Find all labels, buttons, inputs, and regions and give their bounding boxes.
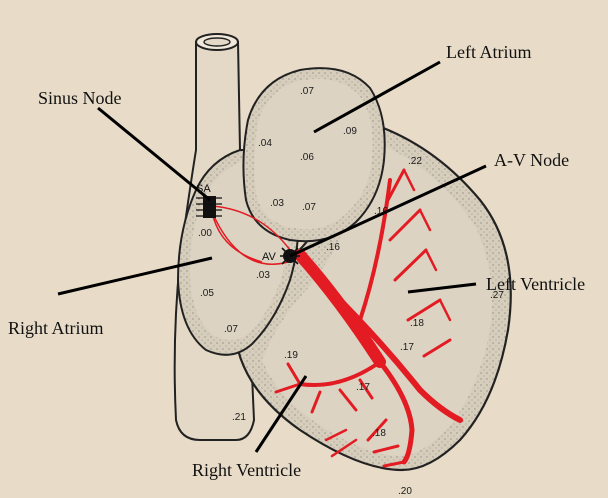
time-la-06: .06 [300,152,314,163]
time-lv-18: .18 [410,318,424,329]
time-lv-17: .17 [400,342,414,353]
time-rv-21: .21 [232,412,246,423]
label-right-ventricle: Right Ventricle [192,460,301,480]
time-la-07: .07 [300,86,314,97]
label-av-node: A-V Node [494,150,569,170]
time-la-07b: .07 [302,202,316,213]
time-rv-18: .18 [372,428,386,439]
time-rv-19: .19 [284,350,298,361]
time-ra-07: .07 [224,324,238,335]
time-ra-00: .00 [198,228,212,239]
label-av: AV [262,251,277,263]
time-av-16: .16 [326,242,340,253]
label-left-atrium: Left Atrium [446,42,531,62]
time-lv-27: .27 [490,290,504,301]
time-lv-22: .22 [408,156,422,167]
time-lv-16: .16 [374,206,388,217]
label-sinus-node: Sinus Node [38,88,122,108]
time-ra-03: .03 [256,270,270,281]
time-rv-17: .17 [356,382,370,393]
time-ra-05: .05 [200,288,214,299]
time-la-09: .09 [343,126,357,137]
time-la-03: .03 [270,198,284,209]
label-sa: SA [196,183,211,195]
label-right-atrium: Right Atrium [8,318,104,338]
time-rv-20: .20 [398,486,412,497]
time-la-04: .04 [258,138,272,149]
